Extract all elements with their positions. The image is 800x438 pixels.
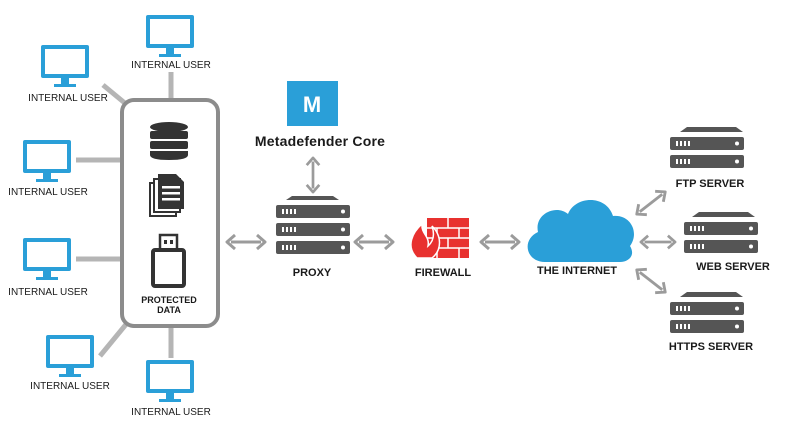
database-icon <box>150 122 188 160</box>
web-server-label: WEB SERVER <box>696 261 770 273</box>
internal-user-label-mid-upper: INTERNAL USER <box>8 187 88 198</box>
internet-https-arrow <box>631 263 671 299</box>
cloud-icon <box>527 200 634 262</box>
proxy-firewall-arrow <box>353 233 395 251</box>
https-server-label: HTTPS SERVER <box>668 341 754 353</box>
internal-user-label-lower-left: INTERNAL USER <box>30 381 110 392</box>
firewall-label: FIREWALL <box>414 267 472 279</box>
user-connector-lines <box>76 72 174 358</box>
user-computer-mid-lower-icon <box>23 238 71 280</box>
box-proxy-arrow <box>225 233 267 251</box>
user-computer-upper-left-icon <box>41 45 89 87</box>
firewall-internet-arrow <box>479 233 521 251</box>
internet-ftp-arrow <box>631 185 671 221</box>
metadefender-logo-icon <box>287 81 338 126</box>
internal-user-label-mid-lower: INTERNAL USER <box>8 287 88 298</box>
metadefender-core-label: Metadefender Core <box>254 133 386 149</box>
firewall-icon <box>410 218 469 259</box>
user-computer-top-icon <box>146 15 194 57</box>
web-server-icon <box>684 212 758 253</box>
usb-drive-icon <box>151 233 186 288</box>
internal-user-label-top: INTERNAL USER <box>131 60 211 71</box>
internal-user-label-bottom: INTERNAL USER <box>131 407 211 418</box>
proxy-label: PROXY <box>292 267 332 279</box>
internet-label: THE INTERNET <box>536 265 618 277</box>
user-computer-lower-left-icon <box>46 335 94 377</box>
core-proxy-arrow <box>305 156 321 194</box>
ftp-server-icon <box>670 127 744 168</box>
metadefender-logo-letter: M <box>303 92 321 117</box>
ftp-server-label: FTP SERVER <box>675 178 745 190</box>
protected-data-label: PROTECTED DATA <box>141 295 197 315</box>
internet-web-arrow <box>639 234 677 250</box>
user-computer-bottom-icon <box>146 360 194 402</box>
internal-user-label-upper-left: INTERNAL USER <box>28 93 108 104</box>
proxy-server-icon <box>276 196 350 254</box>
user-computer-mid-upper-icon <box>23 140 71 182</box>
https-server-icon <box>670 292 744 333</box>
documents-icon <box>149 174 184 217</box>
